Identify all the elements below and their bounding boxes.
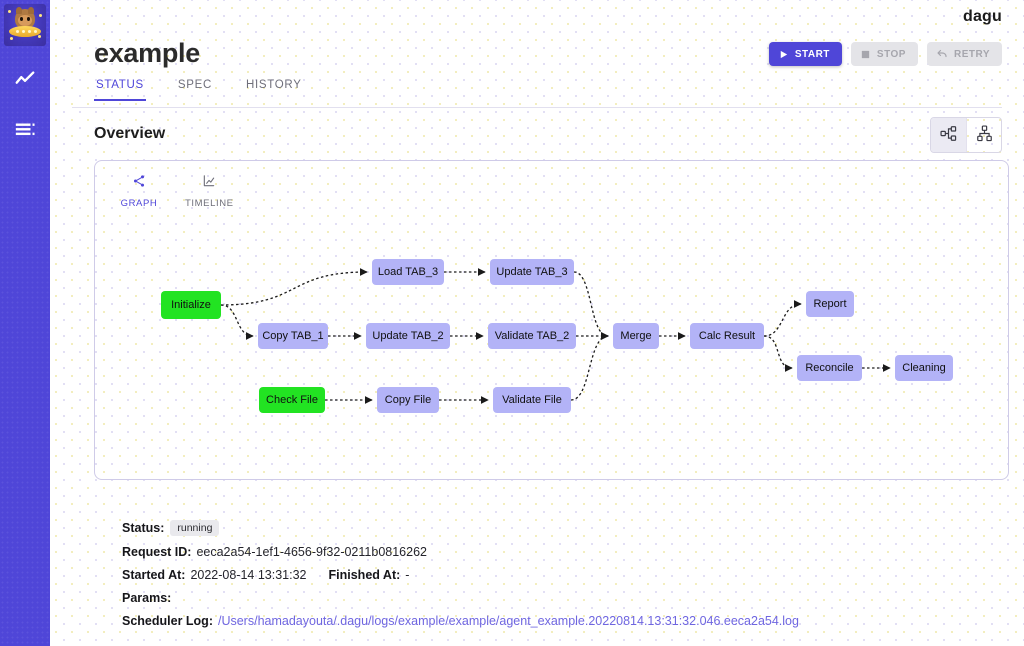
top-bar: dagu xyxy=(72,0,1002,30)
stop-square-icon xyxy=(860,49,871,60)
tab-status[interactable]: STATUS xyxy=(94,76,146,101)
graph-panel: GRAPH TIMELINE Initialize xyxy=(94,160,1009,480)
play-icon xyxy=(778,49,789,60)
stop-button-label: STOP xyxy=(876,48,906,60)
page-title: example xyxy=(94,38,200,68)
started-at-value: 2022-08-14 13:31:32 xyxy=(190,568,307,582)
status-label: Status: xyxy=(122,521,165,535)
started-at-label: Started At: xyxy=(122,568,186,582)
dag-node-calc_result[interactable]: Calc Result xyxy=(690,323,764,349)
tab-bar: STATUS SPEC HISTORY xyxy=(72,76,1002,108)
start-button[interactable]: START xyxy=(768,42,842,66)
dag-node-initialize[interactable]: Initialize xyxy=(161,291,221,319)
dagu-squirrel-ufo-logo[interactable] xyxy=(4,4,46,46)
trending-up-icon xyxy=(14,68,36,90)
params-label: Params: xyxy=(122,591,172,605)
dag-edges xyxy=(220,268,891,404)
dag-node-merge[interactable]: Merge xyxy=(613,323,659,349)
detail-status: Status: running xyxy=(122,520,1022,536)
tab-spec[interactable]: SPEC xyxy=(177,79,212,91)
detail-params: Params: xyxy=(122,591,1022,605)
list-queue-icon xyxy=(14,118,36,140)
dag-node-report[interactable]: Report xyxy=(806,291,854,317)
app-brand: dagu xyxy=(962,8,1002,25)
dag-node-copy_file[interactable]: Copy File xyxy=(377,387,439,413)
timeline-view-tab-label: TIMELINE xyxy=(185,198,234,209)
dag-node-reconcile[interactable]: Reconcile xyxy=(797,355,862,381)
tab-history[interactable]: HISTORY xyxy=(245,79,302,91)
layout-horizontal-icon xyxy=(940,125,957,145)
retry-button[interactable]: RETRY xyxy=(926,42,1002,66)
layout-vertical-button[interactable] xyxy=(966,118,1001,152)
dag-node-update_tab_3[interactable]: Update TAB_3 xyxy=(490,259,574,285)
overview-heading: Overview xyxy=(94,125,166,142)
finished-at-label: Finished At: xyxy=(328,568,401,582)
title-row: example START STOP xyxy=(72,30,1002,76)
dag-edge-update_tab_3-to-merge xyxy=(573,271,609,340)
graph-view-tab[interactable]: GRAPH xyxy=(117,174,161,209)
sidebar-item-dags[interactable] xyxy=(8,112,42,146)
dag-edge-initialize-to-load_tab_3 xyxy=(220,268,368,306)
dag-node-cleaning[interactable]: Cleaning xyxy=(895,355,953,381)
stop-button[interactable]: STOP xyxy=(850,42,918,66)
retry-button-label: RETRY xyxy=(953,48,990,60)
action-buttons: START STOP RETRY xyxy=(768,42,1002,66)
detail-request-id: Request ID: eeca2a54-1ef1-4656-9f32-0211… xyxy=(122,545,1022,559)
graph-view-tabs: GRAPH TIMELINE xyxy=(117,174,234,209)
request-id-label: Request ID: xyxy=(122,545,192,559)
timeline-chart-icon xyxy=(202,174,216,193)
dag-edge-validate_file-to-merge xyxy=(570,332,609,401)
share-nodes-icon xyxy=(132,174,146,193)
dag-node-update_tab_2[interactable]: Update TAB_2 xyxy=(366,323,450,349)
status-badge: running xyxy=(170,520,220,536)
dag-edge-calc_result-to-report xyxy=(763,300,802,337)
main-content: dagu example START STOP xyxy=(50,0,1024,646)
sidebar xyxy=(0,0,50,646)
finished-at-value: - xyxy=(405,568,410,582)
scheduler-log-label: Scheduler Log: xyxy=(122,614,213,628)
dag-node-load_tab_3[interactable]: Load TAB_3 xyxy=(372,259,444,285)
retry-arrow-icon xyxy=(936,48,948,60)
dag-node-validate_tab_2[interactable]: Validate TAB_2 xyxy=(488,323,576,349)
scheduler-log-link[interactable]: /Users/hamadayouta/.dagu/logs/example/ex… xyxy=(217,614,799,628)
sidebar-item-dashboard[interactable] xyxy=(8,62,42,96)
dag-node-copy_tab_1[interactable]: Copy TAB_1 xyxy=(258,323,328,349)
overview-row: Overview xyxy=(72,108,1002,160)
start-button-label: START xyxy=(794,48,830,60)
request-id-value: eeca2a54-1ef1-4656-9f32-0211b0816262 xyxy=(196,545,427,559)
layout-horizontal-button[interactable] xyxy=(931,118,966,152)
dag-edge-calc_result-to-reconcile xyxy=(763,335,793,372)
detail-scheduler-log: Scheduler Log: /Users/hamadayouta/.dagu/… xyxy=(122,614,1022,628)
dag-edge-initialize-to-copy_tab_1 xyxy=(220,304,254,340)
run-details: Status: running Request ID: eeca2a54-1ef… xyxy=(122,520,1022,637)
timeline-view-tab[interactable]: TIMELINE xyxy=(185,174,234,209)
layout-toggle-group xyxy=(930,117,1002,153)
layout-vertical-icon xyxy=(976,125,993,145)
graph-view-tab-label: GRAPH xyxy=(120,198,158,209)
dag-node-check_file[interactable]: Check File xyxy=(259,387,325,413)
detail-times: Started At: 2022-08-14 13:31:32 Finished… xyxy=(122,568,1022,582)
dag-node-validate_file[interactable]: Validate File xyxy=(493,387,571,413)
